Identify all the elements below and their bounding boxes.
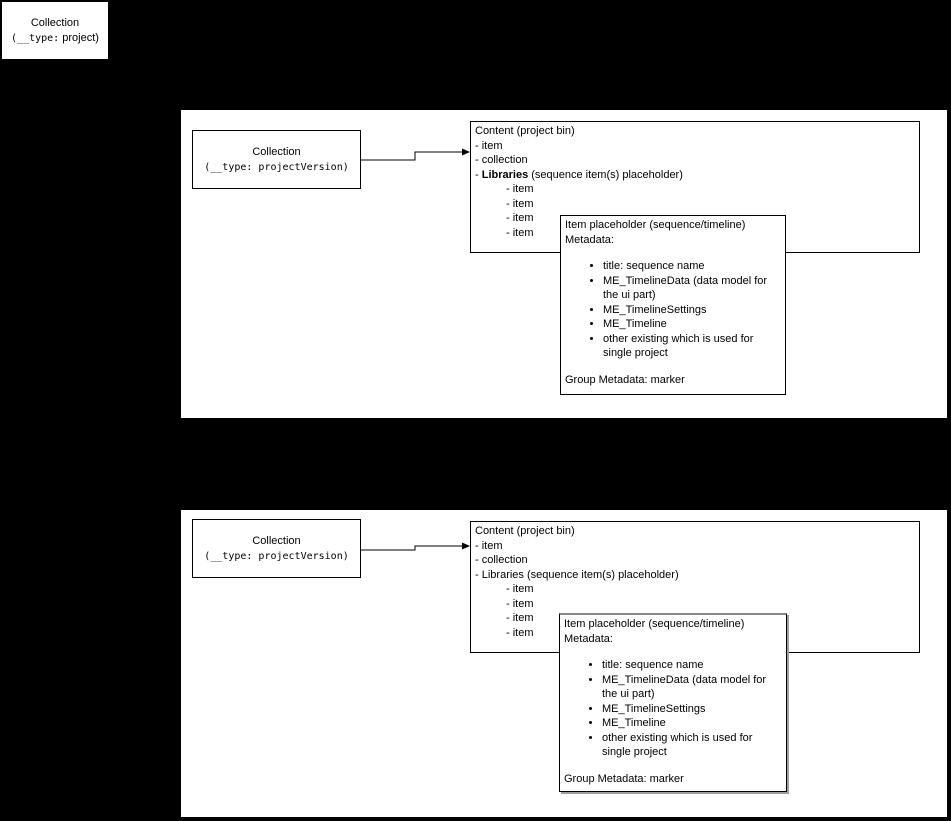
connector-arrow[interactable] [361,146,471,166]
metadata-item: other existing which is used for single … [603,332,779,361]
collection-project-type: (__type: project) [11,31,99,44]
diagram-page-1: Collection (__type: projectVersion) Cont… [181,110,947,418]
metadata-item: title: sequence name [602,658,780,673]
metadata-item: ME_Timeline [603,317,779,332]
metadata-item: ME_TimelineSettings [603,303,779,318]
item-placeholder-subtitle: Metadata: [565,233,614,246]
content-sub-item: - item [506,612,534,624]
content-libraries: - Libraries (sequence item(s) placeholde… [475,568,679,581]
collection-version-type: (__type: projectVersion) [204,161,349,173]
metadata-item: other existing which is used for single … [602,731,780,760]
item-placeholder-shape[interactable]: Item placeholder (sequence/timeline) Met… [560,215,786,395]
collection-version-title: Collection [252,145,301,158]
content-sub-item: - item [506,226,534,239]
metadata-item: title: sequence name [603,259,779,274]
collection-version-title: Collection [252,534,301,547]
metadata-list: title: sequence name ME_TimelineData (da… [565,259,781,361]
item-placeholder-title: Item placeholder (sequence/timeline) [565,219,746,231]
connector-arrow[interactable] [361,540,471,556]
metadata-item: ME_TimelineSettings [602,702,780,717]
metadata-list: title: sequence name ME_TimelineData (da… [564,658,782,760]
diagram-page-2: Collection (__type: projectVersion) Cont… [181,510,947,817]
collection-version-shape[interactable]: Collection (__type: projectVersion) [192,130,361,189]
collection-project-shape[interactable]: Collection (__type: project) [1,1,109,60]
item-placeholder-shape[interactable]: Item placeholder (sequence/timeline) Met… [559,613,787,792]
content-sub-item: - item [506,197,534,210]
group-metadata-label: Group Metadata: marker [564,772,684,785]
content-sub-item: - item [506,212,534,224]
item-placeholder-title: Item placeholder (sequence/timeline) [564,618,745,630]
content-libraries: - Libraries (sequence item(s) placeholde… [475,168,683,181]
content-title: Content (project bin) [475,125,575,137]
content-sub-item: - item [506,583,534,595]
content-sub-item: - item [506,183,534,195]
collection-version-shape[interactable]: Collection (__type: projectVersion) [192,519,361,578]
collection-project-title: Collection [30,16,80,29]
content-item: - item [475,139,503,152]
metadata-item: ME_Timeline [602,716,780,731]
content-item: - item [475,539,503,552]
content-collection: - collection [475,154,528,166]
collection-version-type: (__type: projectVersion) [204,550,349,562]
metadata-item: ME_TimelineData (data model for the ui p… [602,673,780,702]
content-title: Content (project bin) [475,525,575,537]
content-collection: - collection [475,554,528,566]
group-metadata-label: Group Metadata: marker [565,373,685,386]
content-sub-item: - item [506,597,534,610]
item-placeholder-subtitle: Metadata: [564,632,613,645]
metadata-item: ME_TimelineData (data model for the ui p… [603,274,779,303]
content-sub-item: - item [506,626,534,639]
